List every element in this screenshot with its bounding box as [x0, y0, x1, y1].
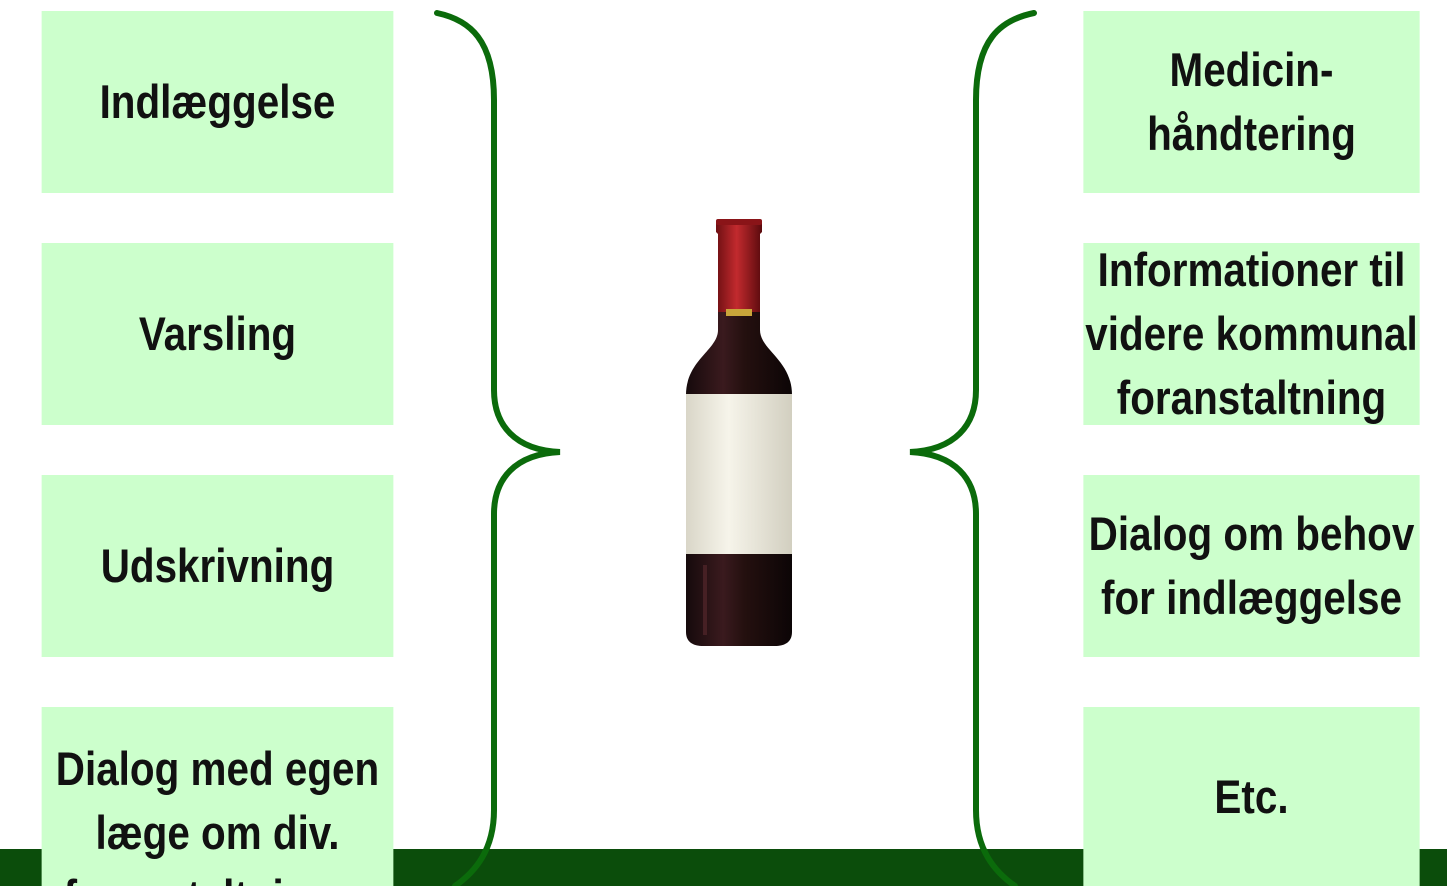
left-box-label: Udskrivning	[100, 539, 335, 592]
left-box-label: Indlæggelse	[99, 75, 336, 128]
left-box-label: Varsling	[138, 307, 297, 360]
right-box-dialog-behov: Dialog om behov for indlæggelse	[1083, 475, 1420, 657]
left-box-varsling: Varsling	[41, 243, 394, 425]
left-box-indlaeggelse: Indlæggelse	[41, 11, 394, 193]
left-box-udskrivning: Udskrivning	[41, 475, 394, 657]
right-box-informationer: Informationer til videre kommunal forans…	[1083, 243, 1420, 425]
right-box-etc: Etc.	[1083, 707, 1420, 886]
left-box-dialog-egen-laege: Dialog med egen læge om div. foranstaltn…	[41, 707, 394, 886]
wine-bottle-image	[686, 219, 792, 646]
right-brace	[909, 10, 1037, 886]
right-box-label: Etc.	[1214, 769, 1289, 823]
left-box-label: Dialog med egen læge om div. foranstaltn…	[55, 742, 380, 886]
right-box-label: Informationer til videre kommunal forans…	[1085, 243, 1418, 424]
right-box-label: Medicin- håndtering	[1147, 43, 1356, 160]
right-box-label: Dialog om behov for indlæggelse	[1088, 507, 1415, 624]
left-brace	[434, 10, 561, 886]
right-box-medicinhaandtering: Medicin- håndtering	[1083, 11, 1420, 193]
